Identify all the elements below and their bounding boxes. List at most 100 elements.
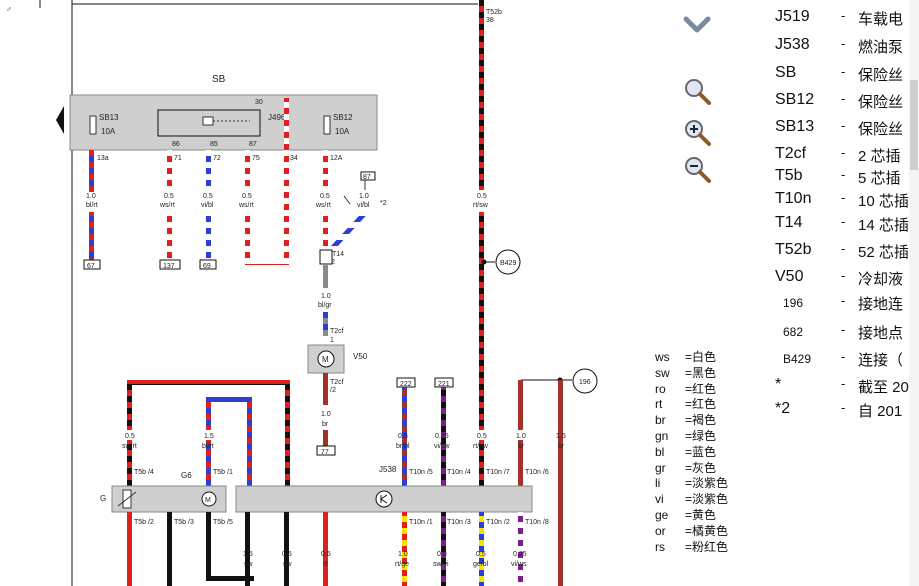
relay-pin-85: 85: [210, 141, 218, 148]
legend-eq: =: [685, 381, 693, 396]
conn-137-label: 137: [163, 263, 175, 270]
lp4: T10n /3: [447, 519, 471, 526]
reference-code: *2: [775, 400, 791, 417]
reference-description: 冷却液: [858, 271, 904, 288]
reference-code: SB: [775, 64, 797, 81]
uw4-pin: T10n /7: [486, 469, 510, 476]
uw3-color: vi/sw: [434, 443, 451, 450]
wire-bl-gr-upper: [323, 264, 328, 288]
w4-size: 0.5: [242, 193, 252, 200]
relay-coil-symbol: [202, 116, 214, 126]
reference-description: 2 芯插: [858, 148, 901, 165]
legend-code: rt: [655, 397, 663, 412]
reference-dash: -: [841, 268, 846, 283]
wire-lower-vi-ws: [518, 512, 523, 586]
legend-code: ro: [655, 381, 666, 396]
lw3-size: 1.0: [398, 551, 408, 558]
wire-sw-rt-stub: [127, 440, 132, 486]
legend-code: sw: [655, 365, 670, 380]
reference-dash: -: [841, 64, 846, 79]
reference-code: B429: [783, 352, 812, 366]
t2cf-1-pin: 1: [330, 337, 334, 344]
panel-left-arrow-icon[interactable]: [56, 106, 64, 134]
search-icon[interactable]: [682, 76, 712, 106]
lw2-size: 0.5: [321, 551, 331, 558]
conn-87: [360, 171, 376, 181]
legend-code: gn: [655, 428, 669, 443]
v50-motor-m: M: [322, 355, 329, 364]
reference-code: T10n: [775, 190, 812, 207]
zoom-out-icon[interactable]: [682, 154, 712, 184]
legend-color-name: 红色: [692, 397, 717, 412]
legend-row: or= 橘黄色: [655, 524, 728, 540]
t14-label: T14: [332, 251, 344, 258]
reference-dash: -: [841, 293, 846, 308]
conn-221-label: 221: [438, 381, 450, 388]
uw5-size: 1.0: [516, 433, 526, 440]
reference-code: T2cf: [775, 145, 807, 162]
wire-bl-rt-stub: [206, 440, 211, 486]
reference-dash: -: [841, 118, 846, 133]
lp3: T10n /1: [409, 519, 433, 526]
reference-dash: -: [841, 241, 846, 256]
conn-69-label: 69: [203, 263, 211, 270]
reference-description: 连接（: [858, 352, 904, 369]
legend-code: vi: [655, 492, 664, 507]
wire-lower-g2: [127, 512, 132, 586]
reference-code: V50: [775, 268, 804, 285]
t52b-label: T52b: [486, 9, 502, 16]
wire-br-v50-lower: [323, 430, 328, 446]
scrollbar-thumb[interactable]: [910, 80, 918, 170]
wire-br-stub: [518, 440, 523, 486]
fuse-sb13-symbol: [89, 115, 97, 135]
legend-code: bl: [655, 444, 665, 459]
wire-br-bl: [402, 387, 407, 486]
b429-node: [495, 249, 521, 275]
uw6-color: br: [558, 443, 565, 450]
relay-pin-86: 86: [172, 141, 180, 148]
wire-vi-bl-lower: [206, 212, 211, 260]
b429-label: B429: [500, 260, 516, 267]
legend-row: vi= 淡紫色: [655, 492, 728, 508]
reference-description: 保险丝: [858, 94, 904, 111]
reference-dash: -: [841, 145, 846, 160]
reference-code: J519: [775, 8, 810, 25]
t14-pin: 2: [331, 259, 335, 266]
reference-code: 682: [783, 325, 804, 339]
wire-ws-rt-1-upper: [167, 150, 172, 192]
zoom-in-icon[interactable]: [682, 117, 712, 147]
lw4-color: sw/vi: [433, 561, 449, 568]
legend-code: rs: [655, 539, 665, 554]
legend-eq: =: [685, 507, 693, 522]
wire-br-196-a: [518, 380, 523, 430]
legend-color-name: 黑色: [692, 365, 717, 380]
lw1-color: sw: [283, 561, 293, 568]
g6-label: G6: [181, 471, 192, 480]
lw4-size: 0.5: [437, 551, 447, 558]
legend-row: br= 褐色: [655, 413, 728, 429]
legend-color-name: 灰色: [692, 460, 717, 475]
g6-motor-m: M: [205, 497, 211, 504]
uw4-size: 0.5: [477, 433, 487, 440]
wire-lower-g3: [167, 512, 172, 586]
chevron-down-icon[interactable]: [682, 10, 712, 40]
j538-symbol-line3: [380, 498, 388, 504]
reference-code: J538: [775, 36, 810, 53]
lw6-color: vi/ws: [511, 561, 527, 568]
vertical-scrollbar[interactable]: [909, 0, 919, 586]
pin-75: 75: [252, 155, 260, 162]
wire-lower-rt: [323, 512, 328, 586]
lp0: T5b /2: [134, 519, 154, 526]
uw3-pin: T10n /4: [447, 469, 471, 476]
sb13-amp: 10A: [101, 127, 116, 136]
g6-motor-symbol: [201, 491, 217, 507]
conn-87-label: 87: [363, 174, 371, 181]
lw5-size: 0.5: [476, 551, 486, 558]
reference-dash: -: [841, 400, 846, 415]
legend-color-name: 黄色: [692, 507, 717, 522]
t52b-pin: 38: [486, 17, 494, 24]
g-label: G: [100, 494, 106, 503]
uw6-size: 1.5: [556, 433, 566, 440]
wire-br-196-b: [558, 380, 563, 586]
